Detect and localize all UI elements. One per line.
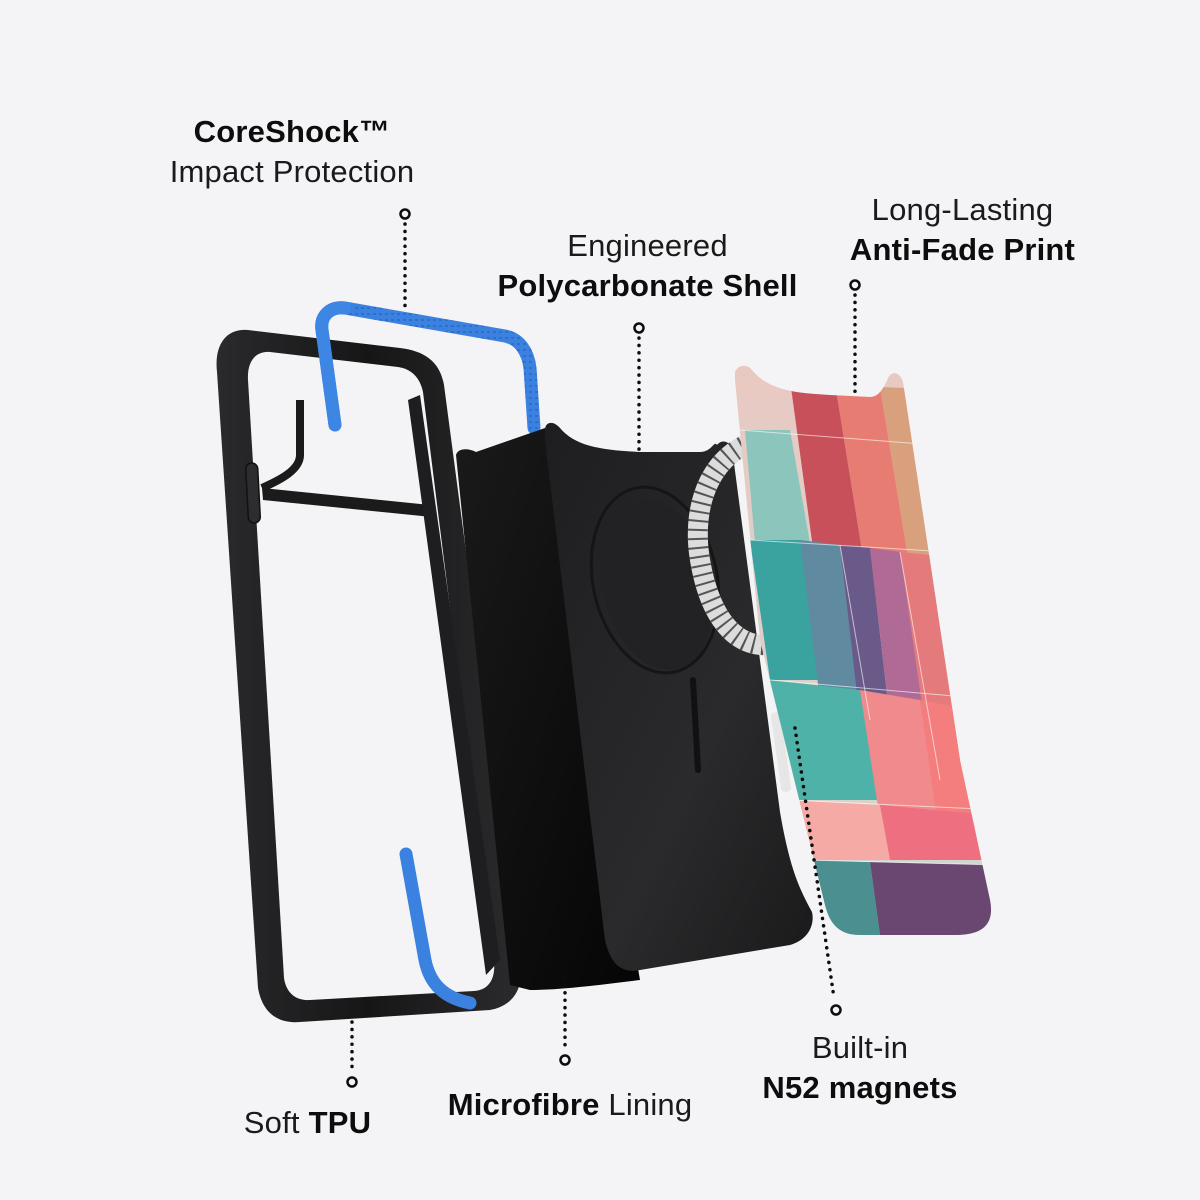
label-coreshock: CoreShock™ Impact Protection (142, 112, 442, 191)
connector-tpu (346, 1020, 358, 1088)
microfibre-title: Microfibre (447, 1087, 600, 1122)
label-microfibre: Microfibre Lining (420, 1085, 720, 1125)
connectors (346, 208, 861, 1088)
antifade-title: Anti-Fade Print (849, 231, 1076, 267)
magnets-subtitle: Built-in (811, 1030, 909, 1065)
anti-fade-print (735, 365, 992, 935)
polycarbonate-shell (545, 422, 813, 971)
microfibre-suffix: Lining (608, 1087, 693, 1122)
polycarbonate-title: Polycarbonate Shell (497, 267, 798, 303)
tpu-prefix: Soft (243, 1105, 300, 1140)
magnet-ring (687, 430, 794, 792)
coreshock-inserts (315, 301, 541, 1010)
label-magnets: Built-in N52 magnets (740, 1028, 980, 1107)
connector-polycarbonate (633, 322, 645, 452)
label-antifade: Long-Lasting Anti-Fade Print (820, 190, 1105, 269)
polycarbonate-subtitle: Engineered (567, 228, 728, 263)
microfibre-lining (456, 428, 640, 990)
connector-coreshock (399, 208, 411, 312)
magnets-title: N52 magnets (762, 1069, 958, 1105)
connector-magnets (793, 726, 842, 1016)
antifade-subtitle: Long-Lasting (871, 192, 1054, 227)
label-polycarbonate: Engineered Polycarbonate Shell (470, 226, 825, 305)
label-tpu: Soft TPU (205, 1103, 410, 1143)
connector-microfibre (559, 976, 571, 1066)
coreshock-subtitle: Impact Protection (169, 153, 415, 189)
coreshock-title: CoreShock™ (193, 114, 391, 149)
tpu-title: TPU (308, 1105, 372, 1140)
tpu-frame (216, 329, 522, 1023)
connector-antifade (849, 279, 861, 398)
